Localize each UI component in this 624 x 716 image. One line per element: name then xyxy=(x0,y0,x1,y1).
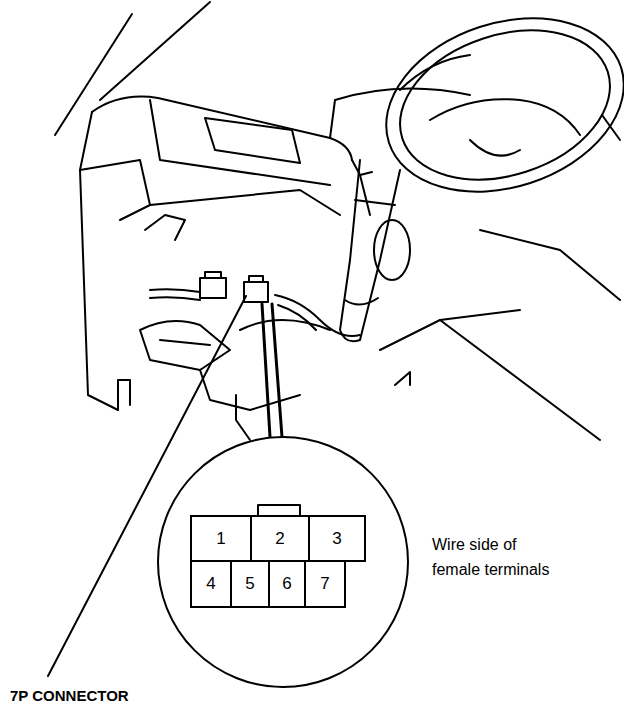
connector-pin-cell: 3 xyxy=(308,515,366,562)
pin-number: 3 xyxy=(332,529,341,549)
view-note: Wire side of female terminals xyxy=(432,533,560,583)
pin-number: 2 xyxy=(275,529,284,549)
pin-number: 6 xyxy=(282,574,291,594)
connector-pin-cell: 7 xyxy=(304,560,346,608)
pin-number: 1 xyxy=(216,529,225,549)
pin-number: 4 xyxy=(206,574,215,594)
part-name: 7P CONNECTOR xyxy=(10,684,129,707)
pin-number: 7 xyxy=(320,574,329,594)
connector-pin-cell: 4 xyxy=(190,560,232,608)
connector-pin-cell: 1 xyxy=(190,515,252,562)
connector-pin-cell: 5 xyxy=(230,560,270,608)
connector-pin-cell: 2 xyxy=(250,515,310,562)
pin-number: 5 xyxy=(245,574,254,594)
connector-pin-cell: 6 xyxy=(268,560,306,608)
